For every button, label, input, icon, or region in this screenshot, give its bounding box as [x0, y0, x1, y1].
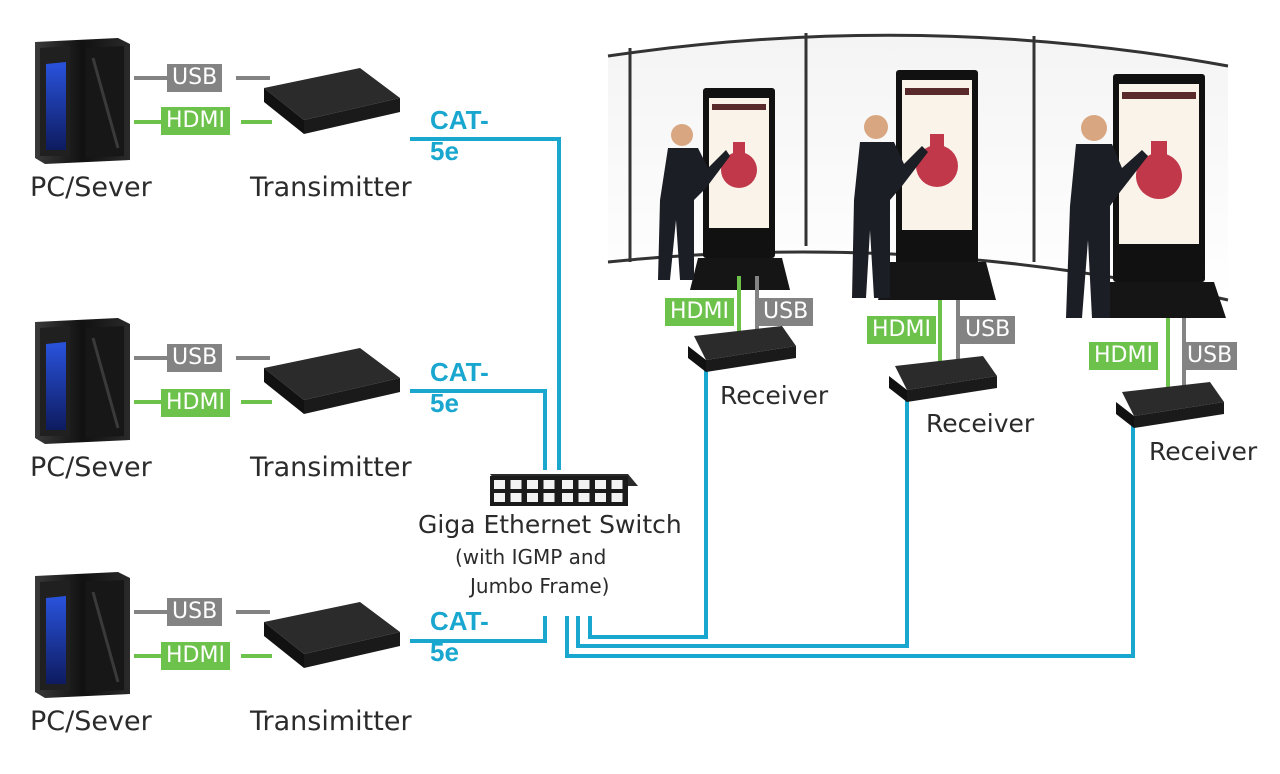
cable-switch-to-rx2: [576, 398, 909, 648]
pc-tower-icon: [35, 572, 130, 698]
transmitter-box-icon: [264, 68, 400, 134]
switch-port: [578, 493, 590, 502]
hdmi-tag: HDMI: [867, 316, 936, 344]
switch-port: [494, 493, 505, 502]
source-connector-lines: [134, 76, 272, 658]
cat5e-label: CAT-5e: [430, 105, 489, 166]
hdmi-tag: HDMI: [1089, 342, 1158, 370]
person-2: [852, 115, 928, 298]
receiver-devices: [688, 326, 1224, 428]
switch-port: [611, 480, 623, 489]
transmitter-box-icon: [264, 348, 400, 414]
switch-port: [494, 480, 505, 489]
cable-tx2-to-switch: [410, 389, 547, 470]
receiver-label: Receiver: [926, 409, 1035, 438]
switch-port: [578, 480, 590, 489]
pc-servers: [35, 38, 130, 698]
transmitter-box-icon: [264, 602, 400, 668]
hdmi-tag: HDMI: [665, 298, 734, 326]
usb-tag: USB: [758, 298, 814, 326]
receiver-label: Receiver: [720, 381, 829, 410]
switch-port: [527, 480, 538, 489]
kiosk-2: [878, 70, 996, 300]
receiver-box-2: [889, 356, 997, 402]
cat5e-cables: [410, 137, 1135, 658]
usb-tag: USB: [167, 64, 223, 92]
switch-port: [510, 480, 522, 489]
cat5e-label: CAT-5e: [430, 357, 489, 418]
cable-tx3-to-switch: [410, 616, 547, 643]
switch-title: Giga Ethernet Switch: [418, 510, 682, 539]
receiver-label: Receiver: [1149, 437, 1258, 466]
switch-port: [595, 480, 606, 489]
usb-tag: USB: [1182, 342, 1238, 370]
receiver-box-1: [688, 326, 796, 372]
usb-tag: USB: [960, 316, 1016, 344]
switch-port: [562, 480, 573, 489]
switch-port: [562, 493, 573, 502]
switch-port: [543, 493, 555, 502]
cat5e-label: CAT-5e: [430, 606, 489, 667]
cable-switch-to-rx1: [588, 368, 708, 639]
switch-port: [611, 493, 623, 502]
hdmi-tag: HDMI: [161, 107, 230, 135]
switch-subtitle-line1: (with IGMP and: [455, 545, 607, 569]
usb-tag: USB: [167, 344, 223, 372]
pc-tower-icon: [35, 318, 130, 444]
switch-port: [595, 493, 606, 502]
pc-tower-icon: [35, 38, 130, 164]
switch-subtitle-line2: Jumbo Frame): [470, 574, 610, 598]
hdmi-tag: HDMI: [161, 642, 230, 670]
switch-port: [543, 480, 555, 489]
transmitter-label: Transimitter: [250, 172, 412, 203]
person-3: [1066, 115, 1148, 318]
transmitter-label: Transimitter: [250, 452, 412, 483]
person-1: [658, 124, 730, 280]
switch-port: [527, 493, 538, 502]
transmitters: [264, 68, 400, 668]
pc-label: PC/Sever: [30, 706, 152, 737]
switch-port: [510, 493, 522, 502]
pc-label: PC/Sever: [30, 172, 152, 203]
ethernet-switch: [490, 474, 638, 506]
hdmi-tag: HDMI: [161, 389, 230, 417]
cable-tx1-to-switch: [410, 137, 561, 470]
usb-tag: USB: [167, 598, 223, 626]
receiver-connectors: [737, 276, 1186, 396]
cable-switch-to-rx3: [565, 423, 1135, 658]
transmitter-label: Transimitter: [250, 706, 412, 737]
pc-label: PC/Sever: [30, 452, 152, 483]
receiver-box-3: [1116, 382, 1224, 428]
